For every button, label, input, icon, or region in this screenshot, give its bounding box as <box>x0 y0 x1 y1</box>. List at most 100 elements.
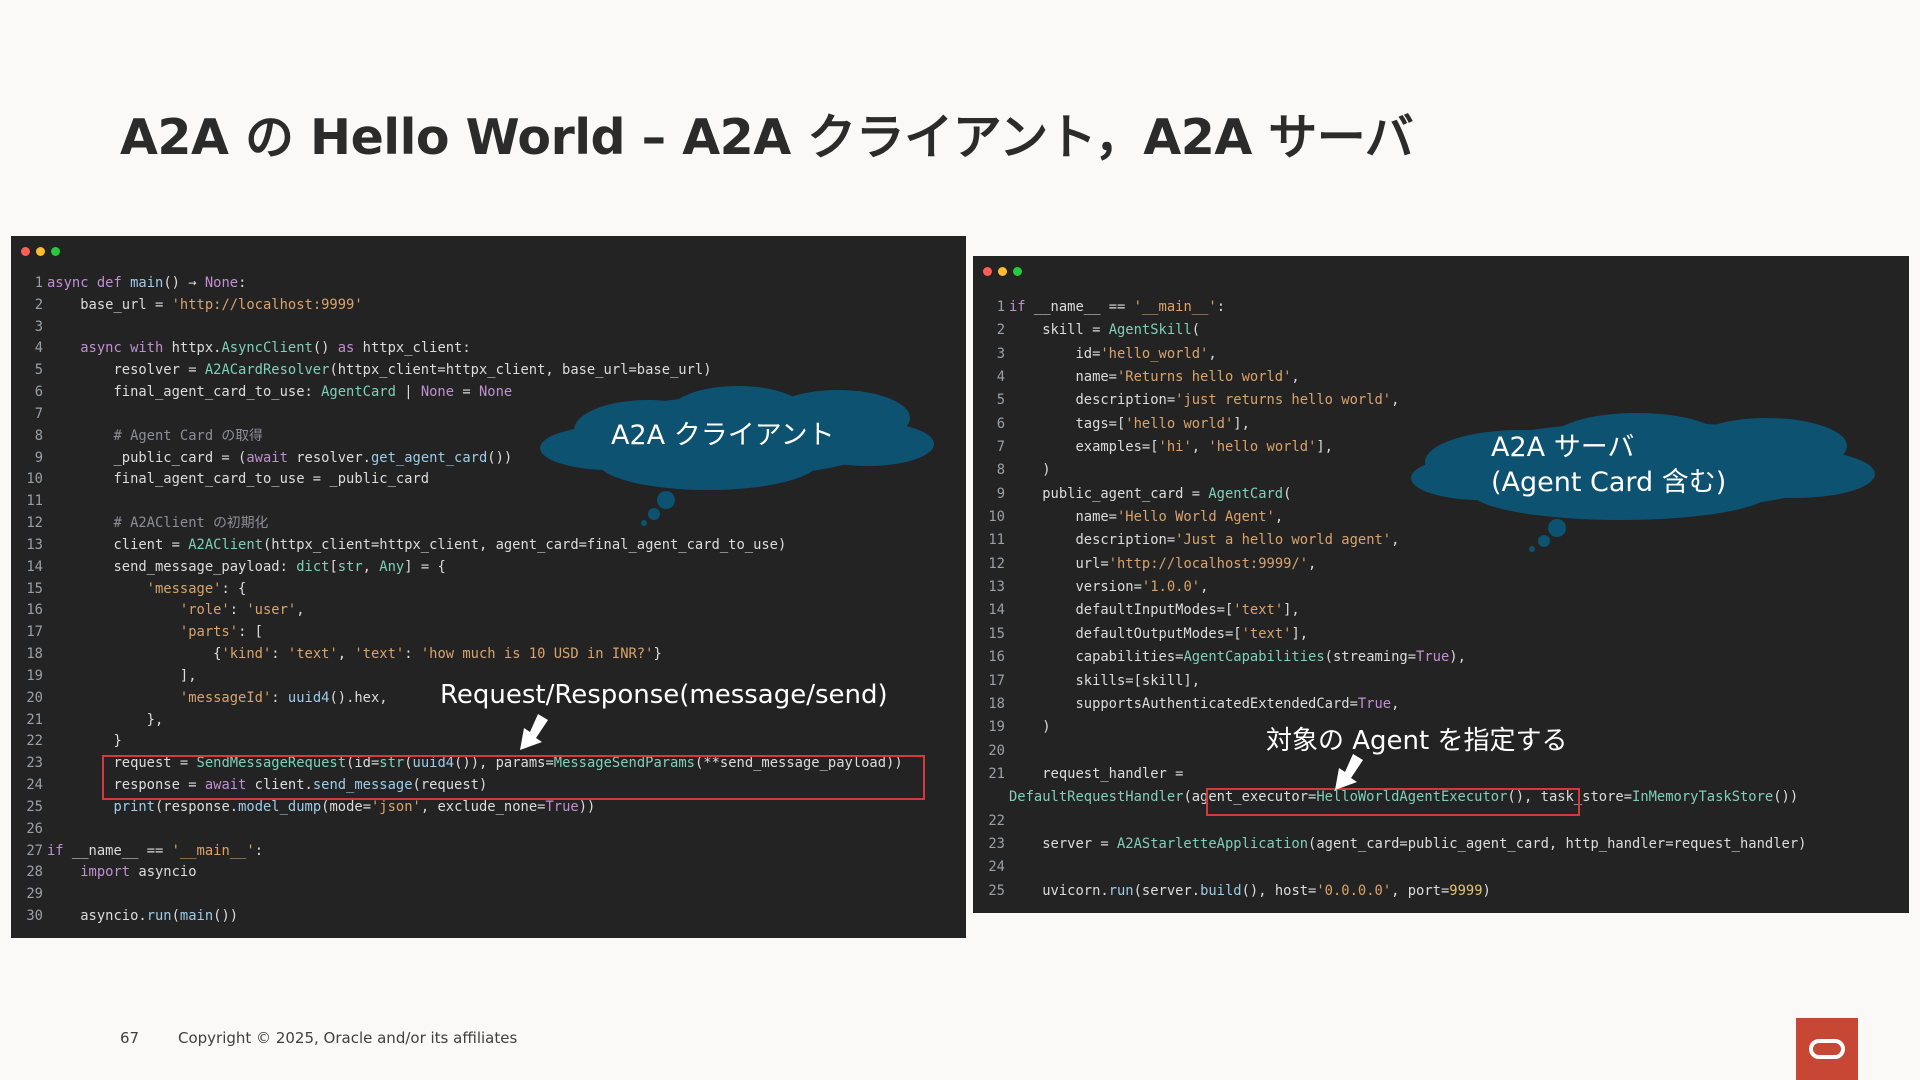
code-token: , port= <box>1391 882 1450 899</box>
code-line: 10 final_agent_card_to_use = _public_car… <box>11 469 966 491</box>
code-token: as <box>337 340 355 357</box>
code-token: : <box>254 842 263 859</box>
line-number: 28 <box>26 864 43 881</box>
line-number: 2 <box>34 296 43 313</box>
code-line: 23 request = SendMessageRequest(id=str(u… <box>11 753 966 775</box>
code-line: 4 name='Returns hello world', <box>973 366 1909 389</box>
code-token: 'text' <box>1233 602 1284 619</box>
code-token: , <box>1308 555 1317 572</box>
code-token: , <box>296 602 305 619</box>
code-token: async with <box>47 340 172 357</box>
line-number: 5 <box>34 362 43 379</box>
window-controls <box>983 267 1022 276</box>
code-token: model_dump <box>238 798 322 815</box>
code-line: 22 <box>973 810 1909 833</box>
code-token: capabilities= <box>1009 649 1184 666</box>
code-token: resolver. <box>287 449 371 466</box>
minimize-dot-icon <box>998 267 1007 276</box>
line-number: 26 <box>26 820 43 837</box>
code-token: __name__ == <box>1025 299 1134 315</box>
code-line: 25 print(response.model_dump(mode='json'… <box>11 797 966 819</box>
code-token: 'Just a hello world agent' <box>1175 532 1392 549</box>
code-token: ()), params= <box>454 755 554 772</box>
line-number: 30 <box>26 908 43 925</box>
code-token: A2AStarletteApplication <box>1116 835 1309 852</box>
code-token: uuid4 <box>287 689 330 706</box>
code-token: _public_card = ( <box>47 449 247 466</box>
code-line: 21 request_handler = <box>973 763 1909 786</box>
line-number: 16 <box>988 649 1005 666</box>
line-number: 6 <box>34 384 43 401</box>
code-token: ] = { <box>404 558 446 575</box>
code-token: 'json' <box>371 798 421 815</box>
line-number: 20 <box>988 742 1005 759</box>
code-line: 5 description='just returns hello world'… <box>973 389 1909 412</box>
code-token: ( <box>1191 322 1201 339</box>
line-number: 10 <box>26 471 43 488</box>
code-token: httpx_client: <box>354 340 471 357</box>
code-token: final_agent_card_to_use: <box>47 384 322 401</box>
code-token: ) <box>1482 882 1491 899</box>
maximize-dot-icon <box>1013 267 1022 276</box>
code-token: ) <box>1009 462 1051 479</box>
code-line: 13 version='1.0.0', <box>973 576 1909 599</box>
code-token: '__main__' <box>1133 299 1217 315</box>
code-token: '0.0.0.0' <box>1316 882 1392 899</box>
code-token: tags=[ <box>1009 415 1126 432</box>
code-token: : <box>229 602 247 619</box>
code-token: MessageSendParams <box>553 755 695 772</box>
code-line: 12 # A2AClient の初期化 <box>11 513 966 535</box>
code-token: 'hello world' <box>1208 439 1317 456</box>
code-token: main <box>179 908 214 925</box>
code-token: run <box>146 908 172 925</box>
code-token: id= <box>1009 345 1101 362</box>
code-token: , <box>1291 369 1300 386</box>
code-token: ()) <box>487 449 513 466</box>
code-line: 13 client = A2AClient(httpx_client=httpx… <box>11 535 966 557</box>
code-token: (), task_store= <box>1507 789 1633 806</box>
code-token: # Agent Card の取得 <box>47 427 263 444</box>
line-number: 23 <box>988 835 1005 852</box>
line-number: 4 <box>34 340 43 357</box>
line-number: 19 <box>988 719 1005 736</box>
code-token: )) <box>578 798 596 815</box>
code-token: build <box>1200 882 1242 899</box>
code-line: 19 ) <box>973 716 1909 739</box>
oracle-logo <box>1796 1018 1858 1080</box>
code-token: : <box>404 646 421 663</box>
page-number: 67 <box>120 1029 140 1047</box>
code-token: 'hello world' <box>1125 415 1234 432</box>
code-token: run <box>1108 882 1134 899</box>
line-number: 20 <box>26 689 43 706</box>
close-dot-icon <box>21 247 30 256</box>
code-token: : <box>271 646 288 663</box>
code-token: ( <box>171 908 180 925</box>
code-token: uuid4 <box>412 755 455 772</box>
code-line: 23 server = A2AStarletteApplication(agen… <box>973 833 1909 856</box>
code-token: DefaultRequestHandler <box>1009 789 1184 806</box>
code-line: 21 }, <box>11 710 966 732</box>
code-token: A2AClient <box>188 536 263 553</box>
code-token: } <box>47 733 122 750</box>
line-number: 11 <box>988 532 1005 549</box>
code-token: , <box>1391 695 1400 712</box>
code-token: description= <box>1009 392 1176 409</box>
code-line: 9 public_agent_card = AgentCard( <box>973 483 1909 506</box>
code-token: (streaming= <box>1324 649 1417 666</box>
code-token: ( <box>1283 485 1292 502</box>
code-line: 12 url='http://localhost:9999/', <box>973 553 1909 576</box>
code-token: 'how much is 10 USD in INR?' <box>420 646 654 663</box>
code-token: 'role' <box>47 602 230 619</box>
code-line: 24 response = await client.send_message(… <box>11 775 966 797</box>
code-token: async def <box>47 275 131 291</box>
line-number: 6 <box>996 415 1005 432</box>
line-number: 17 <box>26 624 43 641</box>
code-line: 15 defaultOutputModes=['text'], <box>973 623 1909 646</box>
line-number: 7 <box>34 405 43 422</box>
code-token: : <box>271 689 288 706</box>
code-token: 'http://localhost:9999' <box>171 296 363 313</box>
